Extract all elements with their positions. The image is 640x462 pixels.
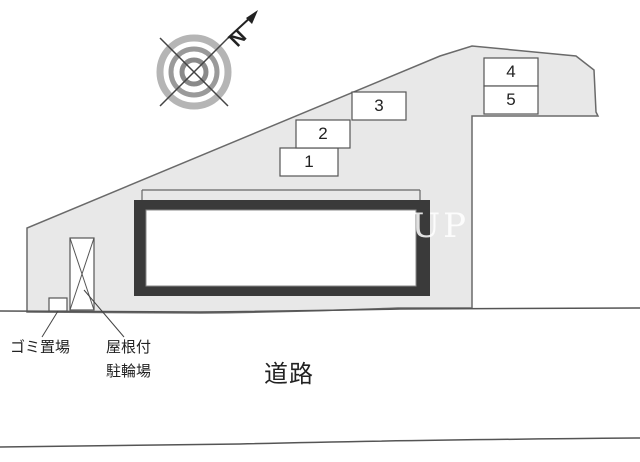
parking-space-4	[483, 57, 539, 87]
bike-parking-cross-2	[69, 237, 95, 311]
compass-icon	[156, 10, 258, 110]
garbage-area	[48, 297, 68, 312]
bike-parking-label-line2: 駐輪場	[106, 362, 152, 380]
garbage-area-label: ゴミ置場	[10, 338, 71, 356]
garbage-leader-line	[41, 310, 59, 338]
parking-number-2: 2	[318, 124, 328, 143]
parking-number-1: 1	[304, 152, 314, 171]
parking-space-2	[295, 119, 351, 149]
building-inner	[145, 209, 417, 287]
parking-space-5	[483, 85, 539, 115]
parking-number-4: 4	[506, 62, 516, 81]
parking-number-5: 5	[506, 90, 516, 109]
road-edge-bottom	[0, 437, 640, 448]
compass-north-label: N	[225, 26, 251, 52]
watermark: APPAS GROUP	[178, 206, 470, 246]
road-edge-top	[0, 307, 640, 313]
road-label: 道路	[264, 360, 314, 388]
bike-leader-line	[83, 289, 125, 338]
parking-space-3	[351, 91, 407, 121]
parking-space-1	[279, 147, 339, 177]
bike-parking-label-line1: 屋根付	[106, 338, 152, 356]
parking-number-3: 3	[374, 96, 384, 115]
